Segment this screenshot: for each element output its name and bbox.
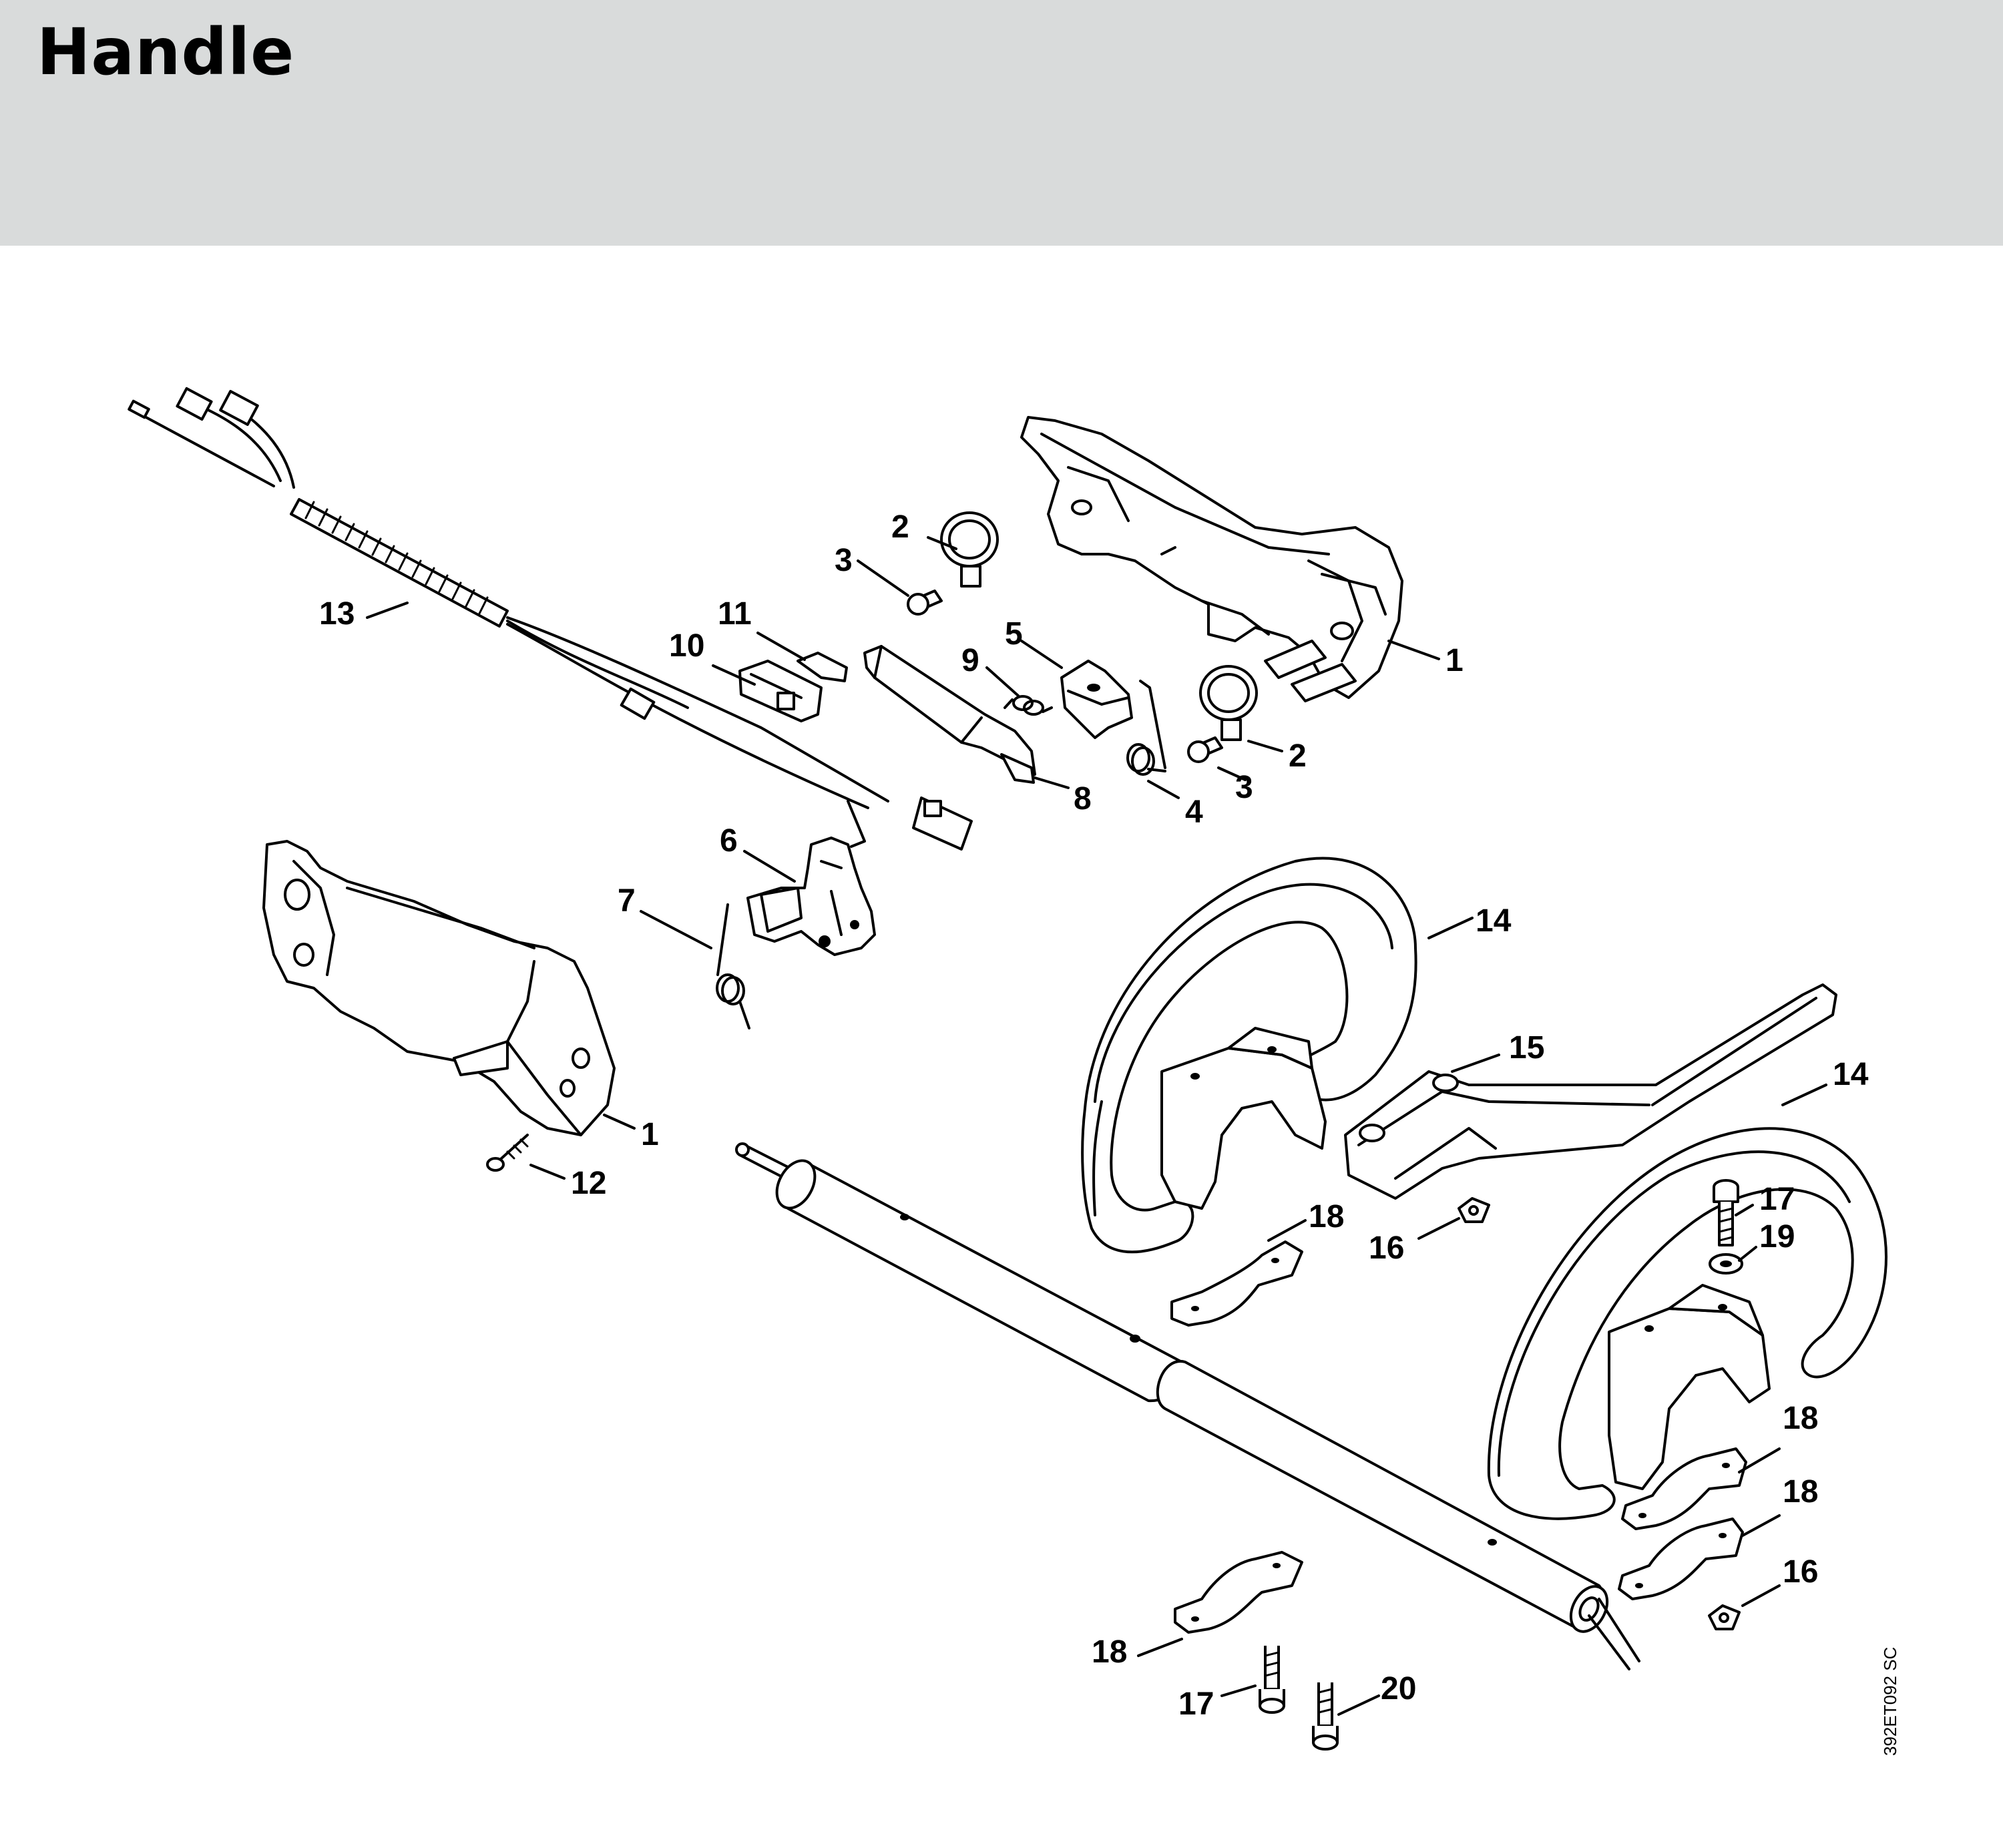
callout-label: 18 bbox=[1092, 1634, 1127, 1670]
callout-label: 5 bbox=[1005, 616, 1023, 652]
figure-reference-code: 392ET092 SC bbox=[1880, 1647, 1900, 1756]
callout-label: 12 bbox=[571, 1166, 606, 1201]
callout-label: 16 bbox=[1783, 1554, 1818, 1590]
callout-label: 3 bbox=[835, 543, 853, 578]
wiring-harness-part bbox=[128, 387, 973, 851]
half-clamp-part bbox=[1621, 1447, 1747, 1530]
callout-label: 1 bbox=[1445, 643, 1464, 678]
washer-part bbox=[1709, 1253, 1743, 1275]
trigger-spring-part bbox=[716, 903, 750, 1029]
callout-label: 18 bbox=[1783, 1401, 1818, 1436]
header-bar: Handle bbox=[0, 0, 2003, 246]
square-nut-part bbox=[1458, 1197, 1490, 1223]
small-spring-part bbox=[1004, 695, 1053, 716]
callout-label: 1 bbox=[641, 1117, 659, 1152]
callout-label: 10 bbox=[669, 628, 704, 664]
callout-label: 16 bbox=[1369, 1230, 1404, 1266]
loop-handle-part bbox=[1081, 857, 1417, 1254]
throttle-latch-part bbox=[746, 837, 876, 956]
callout-label: 7 bbox=[618, 883, 636, 919]
handle-housing-upper-part bbox=[1020, 416, 1403, 702]
clamp-part bbox=[1199, 665, 1258, 741]
throttle-trigger-part bbox=[863, 645, 1036, 784]
callout-labels: 1 1 2 2 3 3 4 5 6 7 8 9 10 11 12 13 14 1… bbox=[319, 509, 1869, 1722]
socket-screw-part bbox=[1259, 1646, 1285, 1714]
callout-label: 18 bbox=[1309, 1199, 1344, 1234]
callout-label: 17 bbox=[1759, 1182, 1795, 1217]
callout-label: 14 bbox=[1476, 903, 1512, 939]
callout-label: 2 bbox=[891, 509, 909, 545]
switch-part bbox=[738, 660, 823, 722]
handle-bracket-part bbox=[1344, 983, 1837, 1200]
tapping-screw-part bbox=[486, 1134, 529, 1172]
half-clamp-part bbox=[1170, 1240, 1303, 1327]
page-title: Handle bbox=[37, 15, 295, 89]
loop-handle-part bbox=[1487, 1127, 1887, 1520]
callout-label: 11 bbox=[718, 596, 752, 632]
callout-label: 9 bbox=[961, 643, 979, 678]
callout-label: 17 bbox=[1178, 1686, 1214, 1722]
callout-label: 14 bbox=[1833, 1057, 1869, 1092]
square-nut-part bbox=[1708, 1604, 1741, 1630]
clamp-part bbox=[940, 511, 999, 588]
callout-label: 13 bbox=[319, 596, 355, 632]
callout-label: 4 bbox=[1185, 794, 1203, 830]
screw-part bbox=[1187, 736, 1223, 763]
callout-label: 6 bbox=[720, 823, 738, 859]
switch-cover-part bbox=[797, 652, 848, 682]
rear-handle-grip-part bbox=[262, 840, 616, 1136]
half-clamp-part bbox=[1174, 1551, 1303, 1634]
callout-label: 20 bbox=[1381, 1671, 1416, 1706]
callout-label: 18 bbox=[1783, 1474, 1818, 1510]
drive-tube-part bbox=[735, 1142, 1640, 1670]
half-clamp-part bbox=[1618, 1518, 1744, 1600]
socket-screw-part bbox=[1312, 1682, 1339, 1751]
callout-label: 2 bbox=[1289, 738, 1307, 774]
leader-lines bbox=[366, 536, 1827, 1716]
callout-label: 19 bbox=[1759, 1219, 1795, 1254]
socket-screw-part bbox=[1713, 1179, 1739, 1246]
callout-label: 8 bbox=[1074, 781, 1092, 817]
lock-lever-part bbox=[1060, 660, 1133, 739]
callout-label: 3 bbox=[1235, 770, 1253, 805]
torsion-spring-part bbox=[1126, 680, 1166, 776]
callout-label: 15 bbox=[1509, 1030, 1544, 1066]
screw-part bbox=[907, 590, 943, 616]
